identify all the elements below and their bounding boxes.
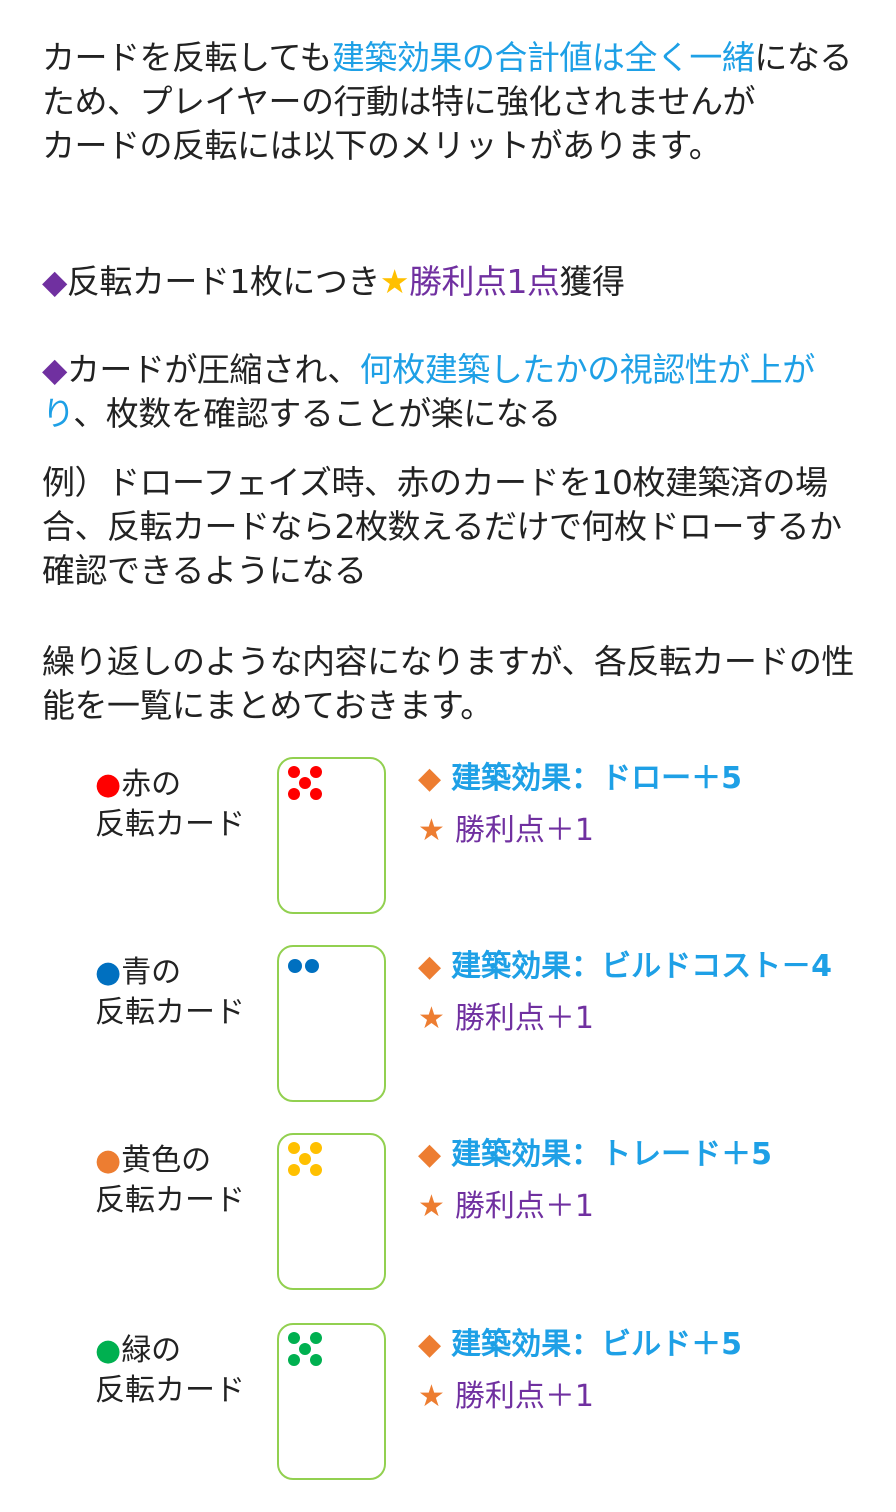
diamond-icon: ◆ xyxy=(418,1137,442,1172)
star-icon: ★ xyxy=(418,1379,445,1414)
merit-text: カードが圧縮され、 xyxy=(66,350,360,389)
card-name: 赤の xyxy=(121,767,182,802)
intro-text-cont: になるため、プレイヤーの行動は特に強化されませんが xyxy=(42,38,852,121)
intro-paragraph: カードを反転しても建築効果の合計値は全く一緒になるため、プレイヤーの行動は特に強… xyxy=(42,36,862,168)
card-sub: 反転カード xyxy=(95,1373,245,1408)
card-image xyxy=(277,1323,386,1480)
victory-points: 勝利点＋1 xyxy=(454,1001,594,1036)
card-row-green: ●緑の反転カード ◆ 建築効果：ビルド＋5 ★ 勝利点＋1 xyxy=(0,1323,896,1493)
card-row-red: ●赤の反転カード ◆ 建築効果：ドロー＋5 ★ 勝利点＋1 xyxy=(0,757,896,927)
star-icon: ★ xyxy=(379,262,410,301)
merit-2: ◆カードが圧縮され、何枚建築したかの視認性が上がり、枚数を確認することが楽になる xyxy=(42,348,862,436)
card-sub: 反転カード xyxy=(95,807,245,842)
pip-icon xyxy=(288,1354,300,1366)
pip-icon xyxy=(310,788,322,800)
card-image xyxy=(277,945,386,1102)
example-paragraph: 例）ドローフェイズ時、赤のカードを10枚建築済の場合、反転カードなら2枚数えるだ… xyxy=(42,463,842,590)
blue-dot-icon: ● xyxy=(95,955,122,990)
card-row-blue: ●青の反転カード ◆ 建築効果：ビルドコスト－4 ★ 勝利点＋1 xyxy=(0,945,896,1115)
card-sub: 反転カード xyxy=(95,995,245,1030)
build-effect: 建築効果：ビルドコスト－4 xyxy=(451,949,832,984)
victory-points: 勝利点＋1 xyxy=(454,1379,594,1414)
card-name: 緑の xyxy=(121,1333,182,1368)
star-icon: ★ xyxy=(418,813,445,848)
victory-points: 勝利点＋1 xyxy=(454,813,594,848)
pip-icon xyxy=(288,959,302,973)
merit-text-end: 、枚数を確認することが楽になる xyxy=(73,394,561,433)
diamond-icon: ◆ xyxy=(42,262,67,301)
card-image xyxy=(277,757,386,914)
pip-icon xyxy=(299,1343,311,1355)
pip-icon xyxy=(310,766,322,778)
diamond-icon: ◆ xyxy=(418,949,442,984)
pip-icon xyxy=(310,1164,322,1176)
pip-icon xyxy=(310,1354,322,1366)
intro-merits-lead: カードの反転には以下のメリットがあります。 xyxy=(42,126,722,165)
card-sub: 反転カード xyxy=(95,1183,245,1218)
red-dot-icon: ● xyxy=(95,767,122,802)
pip-icon xyxy=(288,766,300,778)
build-effect: 建築効果：トレード＋5 xyxy=(451,1137,772,1172)
star-icon: ★ xyxy=(418,1189,445,1224)
card-name: 青の xyxy=(121,955,182,990)
pip-icon xyxy=(310,1332,322,1344)
card-row-yellow: ●黄色の反転カード ◆ 建築効果：トレード＋5 ★ 勝利点＋1 xyxy=(0,1133,896,1303)
victory-points: 勝利点＋1 xyxy=(454,1189,594,1224)
green-dot-icon: ● xyxy=(95,1333,122,1368)
pip-icon xyxy=(310,1142,322,1154)
pip-icon xyxy=(305,959,319,973)
build-effect: 建築効果：ビルド＋5 xyxy=(451,1327,742,1362)
merit-text-end: 獲得 xyxy=(559,262,625,301)
merit-highlight: 何枚建築したかの視認性が上がり xyxy=(42,350,815,433)
card-name: 黄色の xyxy=(121,1143,212,1178)
pip-icon xyxy=(288,1332,300,1344)
summary-paragraph: 繰り返しのような内容になりますが、各反転カードの性能を一覧にまとめておきます。 xyxy=(42,642,854,725)
intro-highlight: 建築効果の合計値は全く一緒 xyxy=(331,38,755,77)
pip-icon xyxy=(288,1142,300,1154)
build-effect: 建築効果：ドロー＋5 xyxy=(451,761,742,796)
merit-1: ◆反転カード1枚につき★勝利点1点獲得 xyxy=(42,260,862,304)
diamond-icon: ◆ xyxy=(418,761,442,796)
yellow-dot-icon: ● xyxy=(95,1143,122,1178)
diamond-icon: ◆ xyxy=(42,350,67,389)
diamond-icon: ◆ xyxy=(418,1327,442,1362)
pip-icon xyxy=(299,777,311,789)
merit-highlight: 勝利点1点 xyxy=(408,262,560,301)
pip-icon xyxy=(288,1164,300,1176)
star-icon: ★ xyxy=(418,1001,445,1036)
intro-text: カードを反転しても xyxy=(42,38,332,77)
pip-icon xyxy=(299,1153,311,1165)
merit-text: 反転カード1枚につき xyxy=(66,262,381,301)
pip-icon xyxy=(288,788,300,800)
card-image xyxy=(277,1133,386,1290)
